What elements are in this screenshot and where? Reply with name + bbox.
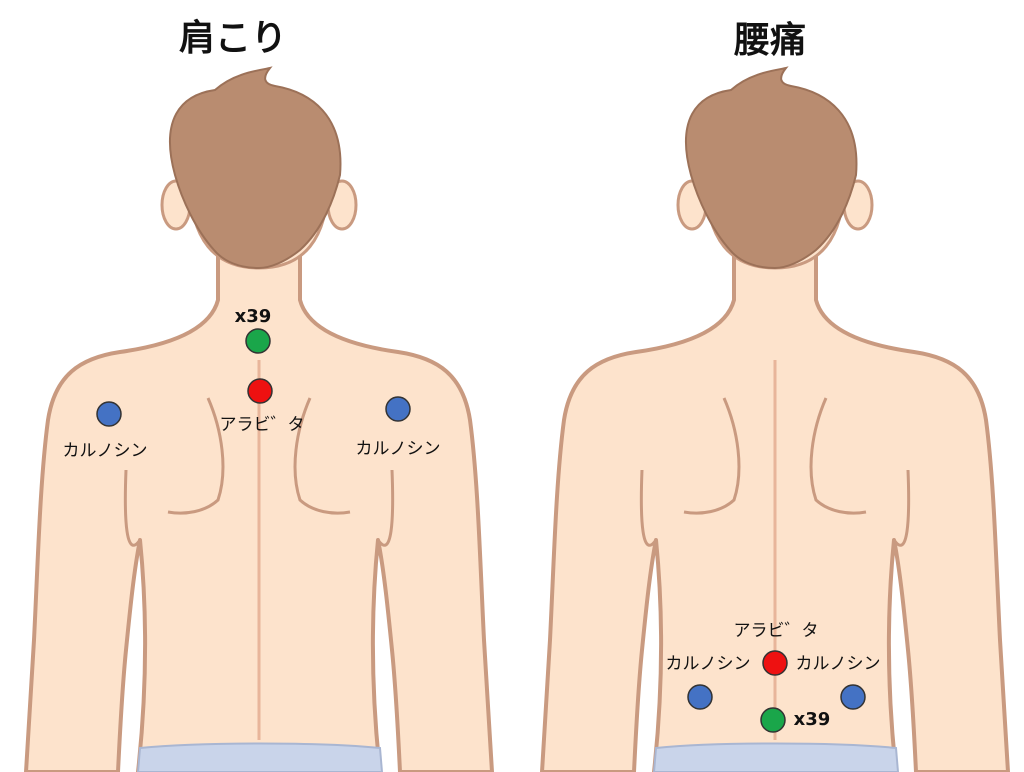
carnosine-right-label: カルノシン <box>356 439 441 459</box>
arabita-point <box>247 378 273 404</box>
x39-point <box>760 707 786 733</box>
carnosine-right-label: カルノシン <box>796 654 881 674</box>
arabita-label: アラビ゛タ <box>220 415 305 435</box>
carnosine-right-point <box>385 396 411 422</box>
panel-title-shoulder: 肩こり <box>179 17 287 59</box>
carnosine-left-point <box>96 401 122 427</box>
x39-label: x39 <box>794 709 831 730</box>
panel-title-lower-back: 腰痛 <box>733 20 806 61</box>
carnosine-left-point <box>687 684 713 710</box>
x39-label: x39 <box>235 306 272 327</box>
carnosine-right-point <box>840 684 866 710</box>
x39-point <box>245 328 271 354</box>
carnosine-left-label: カルノシン <box>63 441 148 461</box>
arabita-label: アラビ゛タ <box>734 621 819 641</box>
carnosine-left-label: カルノシン <box>666 654 751 674</box>
arabita-point <box>762 650 788 676</box>
